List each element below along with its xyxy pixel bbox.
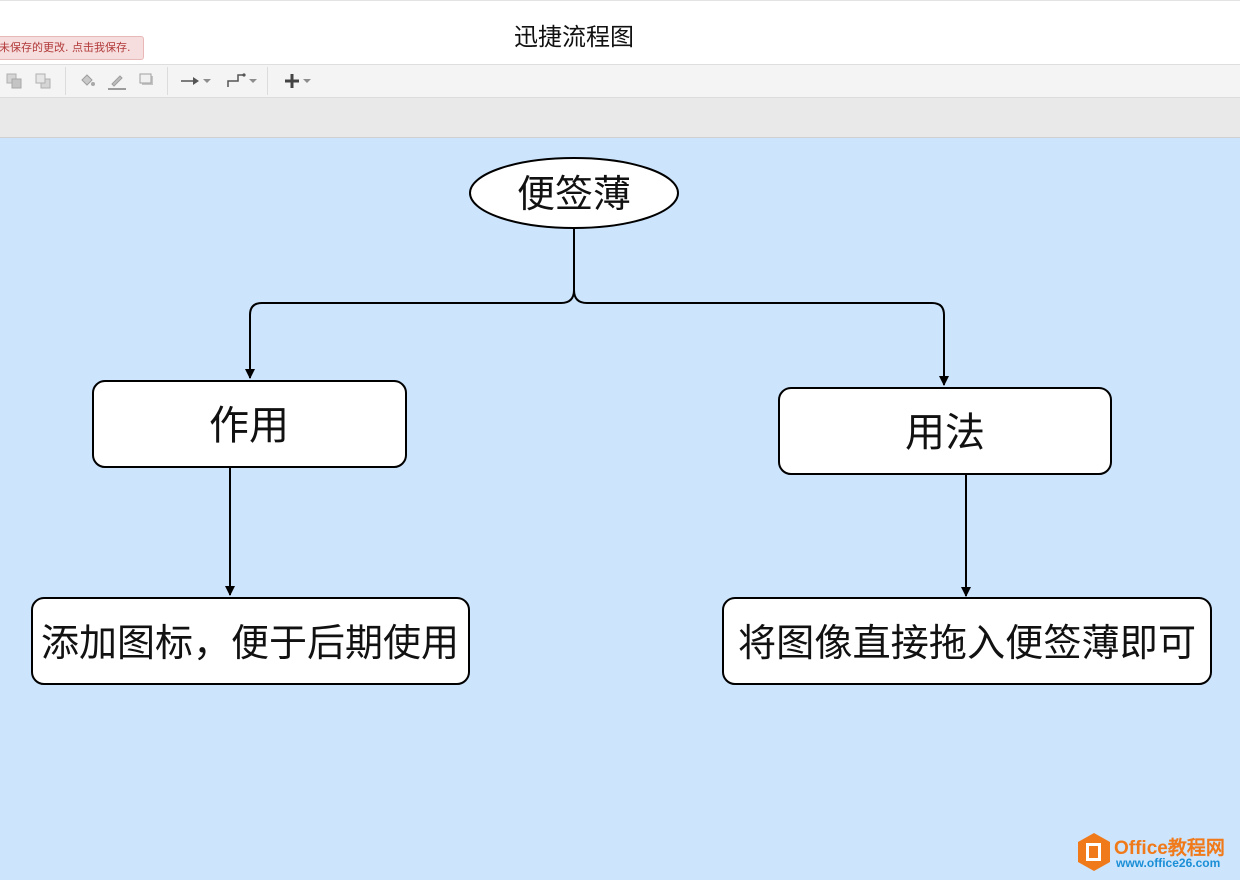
to-front-button[interactable] [2,65,26,97]
to-back-button[interactable] [30,65,56,97]
connector-root-to-right [573,228,949,386]
toolbar [0,64,1240,98]
watermark-url: www.office26.com [1116,856,1221,870]
node-root-label: 便签薄 [517,172,631,216]
waypoint-icon [226,73,246,87]
title-bar: 迅捷流程图 未保存的更改. 点击我保存. [0,0,1240,64]
chevron-down-icon [248,79,257,83]
document-title[interactable]: 迅捷流程图 [514,23,634,51]
connection-arrow-icon [180,77,199,85]
node-right[interactable]: 用法 [778,387,1112,475]
unsaved-changes-notice[interactable]: 未保存的更改. 点击我保存. [0,36,144,60]
node-left-child[interactable]: 添加图标，便于后期使用 [31,597,470,685]
chevron-down-icon [202,79,211,83]
shadow-button[interactable] [134,65,160,97]
to-front-icon [6,73,22,89]
node-left-child-label: 添加图标，便于后期使用 [41,621,459,665]
node-right-label: 用法 [905,410,985,456]
line-color-button[interactable] [104,65,130,97]
insert-dropdown[interactable] [278,65,316,97]
connection-style-dropdown[interactable] [176,65,214,97]
toolbar-divider [65,67,66,95]
fill-color-icon [81,74,95,86]
node-left[interactable]: 作用 [92,380,407,468]
node-left-label: 作用 [209,403,289,449]
watermark-title: Office教程网 [1114,838,1225,859]
line-color-icon [108,75,126,90]
fill-color-button[interactable] [74,65,100,97]
to-back-icon [35,73,51,89]
shadow-icon [139,73,153,85]
format-panel-strip [0,98,1240,138]
insert-plus-icon [284,74,299,88]
connector-root-to-left [245,228,575,379]
diagram-canvas[interactable]: 便签薄 作用 用法 添加图标，便于后期使用 将图像直接拖入便签薄即可 [0,138,1240,880]
toolbar-divider [167,67,168,95]
office-logo-icon [1078,833,1110,871]
node-root[interactable]: 便签薄 [469,157,679,229]
chevron-down-icon [302,79,311,83]
toolbar-divider [267,67,268,95]
flowchart: 便签薄 作用 用法 添加图标，便于后期使用 将图像直接拖入便签薄即可 [31,157,1212,685]
waypoint-dropdown[interactable] [222,65,260,97]
office-watermark: Office教程网 www.office26.com [1076,830,1236,876]
node-right-child[interactable]: 将图像直接拖入便签薄即可 [722,597,1212,685]
node-right-child-label: 将图像直接拖入便签薄即可 [738,621,1196,665]
